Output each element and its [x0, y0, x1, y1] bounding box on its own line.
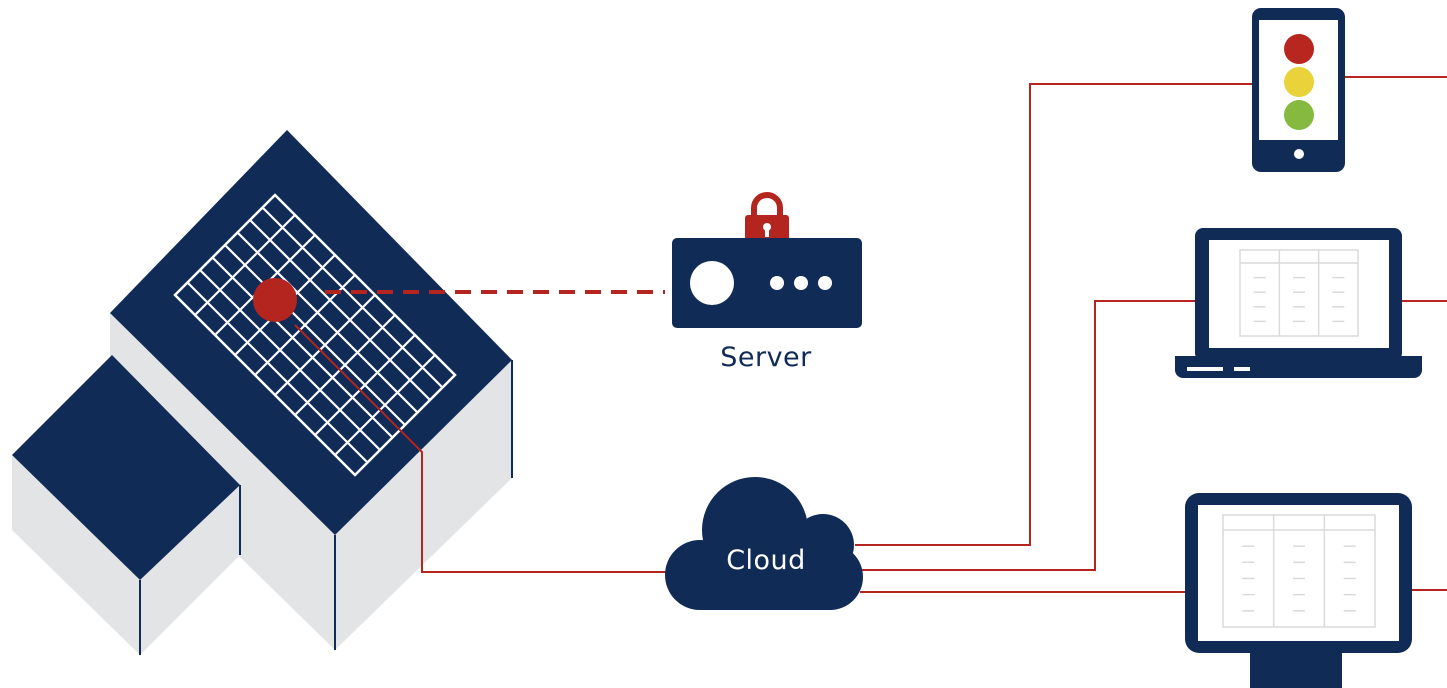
- traffic-light-yellow: [1284, 67, 1314, 97]
- traffic-light-green: [1284, 100, 1314, 130]
- small-wing-left-wall: [12, 455, 140, 655]
- server-box: [672, 238, 862, 328]
- home-button: [1294, 149, 1304, 159]
- main-wing-right-wall: [335, 360, 512, 650]
- sensor-cloud-link: [294, 324, 668, 573]
- cloud-laptop-link: [862, 300, 1198, 571]
- traffic-light-red: [1284, 34, 1314, 64]
- cloud: Cloud: [665, 477, 863, 610]
- monitor-stand: [1250, 650, 1342, 688]
- cloud-label: Cloud: [726, 545, 806, 576]
- server-label: Server: [720, 342, 812, 373]
- server-knob: [690, 261, 734, 305]
- smartphone: [1252, 8, 1345, 172]
- building: [12, 130, 513, 655]
- laptop: [1175, 228, 1422, 378]
- small-wing-right-wall: [140, 485, 240, 655]
- cloud-phone-link: [855, 83, 1252, 546]
- monitor: [1185, 493, 1412, 688]
- connections: [294, 76, 1447, 593]
- monitor-spreadsheet: [1222, 514, 1376, 628]
- sensor-node: [253, 278, 297, 322]
- server: Server: [672, 192, 862, 373]
- laptop-spreadsheet: [1239, 249, 1359, 337]
- small-roof: [12, 355, 240, 580]
